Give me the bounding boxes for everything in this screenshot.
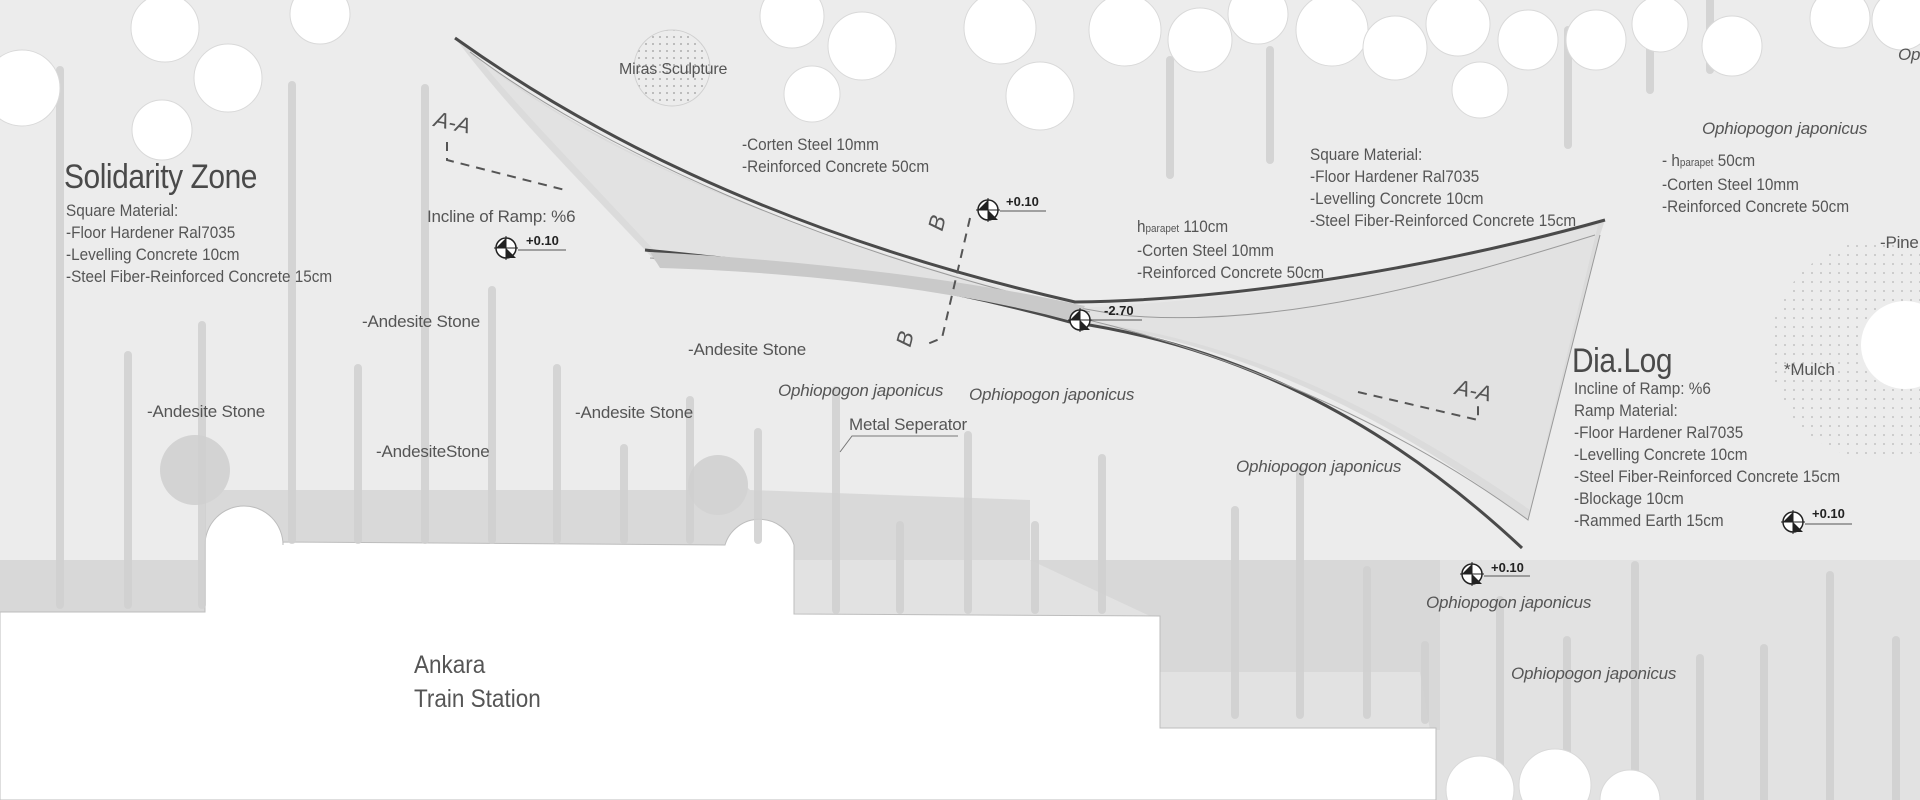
andesite-label-4: -Andesite Stone [575, 403, 693, 422]
square-materials-right: Square Material: -Floor Hardener Ral7035… [1310, 144, 1576, 232]
square-right-line-3: -Levelling Concrete 10cm [1310, 189, 1484, 208]
level-markers [494, 198, 1805, 586]
solidarity-line-2: -Floor Hardener Ral7035 [66, 223, 236, 242]
shadow-lobe-left [160, 435, 230, 505]
mulch-label: *Mulch [1784, 360, 1835, 379]
ophiopogon-label-1: Ophiopogon japonicus [1702, 119, 1868, 138]
ophiopogon-label-2: Ophiopogon japonicus [778, 381, 944, 400]
dialog-line-3: -Floor Hardener Ral7035 [1574, 423, 1744, 442]
miras-sculpture-label: Miras Sculpture [619, 61, 728, 78]
ophiopogon-label-3: Ophiopogon japonicus [969, 385, 1135, 404]
section-cut-lines [446, 142, 1479, 422]
parapet-right-height: - hparapet 50cm [1662, 150, 1849, 174]
andesite-label-3: -Andesite Stone [147, 402, 265, 421]
ophiopogon-label-6: Ophiopogon japonicus [1511, 664, 1677, 683]
parapet-mid-val: 110cm [1179, 217, 1229, 236]
parapet-right-line-1: -Corten Steel 10mm [1662, 175, 1799, 194]
ramp-inner-line-3 [1079, 234, 1601, 521]
solidarity-line-4: -Steel Fiber-Reinforced Concrete 15cm [66, 267, 333, 286]
parapet-right-h: - h [1662, 151, 1680, 170]
top-corten-line-1: -Corten Steel 10mm [742, 135, 879, 154]
parapet-right-materials: - hparapet 50cm -Corten Steel 10mm -Rein… [1662, 150, 1849, 218]
ramp-parapet-upper [454, 36, 1606, 304]
level-label-1: +0.10 [526, 233, 559, 248]
miras-sculpture [633, 29, 711, 107]
parapet-right-line-2: -Reinforced Concrete 50cm [1662, 197, 1850, 216]
dialog-materials: Incline of Ramp: %6 Ramp Material: -Floo… [1574, 378, 1840, 532]
square-right-line-1: Square Material: [1310, 145, 1423, 164]
station-line-2: Train Station [414, 685, 541, 713]
solidarity-zone-title: Solidarity Zone [64, 158, 257, 196]
level-label-3: -2.70 [1104, 303, 1134, 318]
train-station-building [0, 505, 1437, 800]
pine-tree [1861, 301, 1920, 389]
ophiopogon-label-4: Ophiopogon japonicus [1236, 457, 1402, 476]
dialog-line-1: Incline of Ramp: %6 [1574, 379, 1711, 398]
solidarity-line-1: Square Material: [66, 201, 179, 220]
parapet-mid-line-2: -Reinforced Concrete 50cm [1137, 263, 1325, 282]
mulch-area [1770, 240, 1920, 460]
level-underlines [518, 210, 1852, 577]
parapet-mid-sub: parapet [1145, 223, 1180, 235]
metal-separator-label: Metal Seperator [849, 415, 967, 434]
ramp-inner-light [480, 60, 1598, 510]
columns [56, 0, 1900, 800]
dialog-title: Dia.Log [1572, 342, 1673, 380]
level-label-2: +0.10 [1006, 194, 1039, 209]
top-corten-line-2: -Reinforced Concrete 50cm [742, 157, 930, 176]
station-line-1: Ankara [414, 651, 486, 679]
parapet-right-sub: parapet [1679, 157, 1714, 169]
parapet-right-val: 50cm [1713, 151, 1756, 170]
solidarity-zone-materials: Square Material: -Floor Hardener Ral7035… [66, 200, 332, 288]
top-corten-materials: -Corten Steel 10mm -Reinforced Concrete … [742, 134, 929, 178]
pine-label: -Pine [1880, 233, 1919, 252]
andesite-label-1: -Andesite Stone [362, 312, 480, 331]
square-right-line-4: -Steel Fiber-Reinforced Concrete 15cm [1310, 211, 1577, 230]
dialog-line-5: -Steel Fiber-Reinforced Concrete 15cm [1574, 467, 1841, 486]
dialog-line-2: Ramp Material: [1574, 401, 1678, 420]
ophiopogon-label-5: Ophiopogon japonicus [1426, 593, 1592, 612]
train-station-label: Ankara Train Station [414, 648, 541, 716]
parapet-mid-line-1: -Corten Steel 10mm [1137, 241, 1274, 260]
parapet-mid-h: h [1137, 217, 1146, 236]
dialog-line-4: -Levelling Concrete 10cm [1574, 445, 1748, 464]
level-label-4: +0.10 [1491, 560, 1524, 575]
solidarity-line-3: -Levelling Concrete 10cm [66, 245, 240, 264]
op-label-cut: Op [1898, 45, 1920, 64]
ramp-step-band [650, 252, 1085, 322]
metal-separator-leader [839, 435, 958, 453]
shadow-lobe-mid [688, 455, 748, 515]
level-label-5: +0.10 [1812, 506, 1845, 521]
andesite-label-5: -AndesiteStone [376, 442, 490, 461]
andesite-label-2: -Andesite Stone [688, 340, 806, 359]
square-right-line-2: -Floor Hardener Ral7035 [1310, 167, 1480, 186]
dialog-line-6: -Blockage 10cm [1574, 489, 1684, 508]
parapet-mid-height: hparapet 110cm [1137, 216, 1324, 240]
ramp-inner-line-1 [469, 51, 1091, 313]
parapet-mid-materials: hparapet 110cm -Corten Steel 10mm -Reinf… [1137, 216, 1324, 284]
ramp-incline-label: Incline of Ramp: %6 [427, 207, 576, 226]
dialog-line-7: -Rammed Earth 15cm [1574, 511, 1724, 530]
